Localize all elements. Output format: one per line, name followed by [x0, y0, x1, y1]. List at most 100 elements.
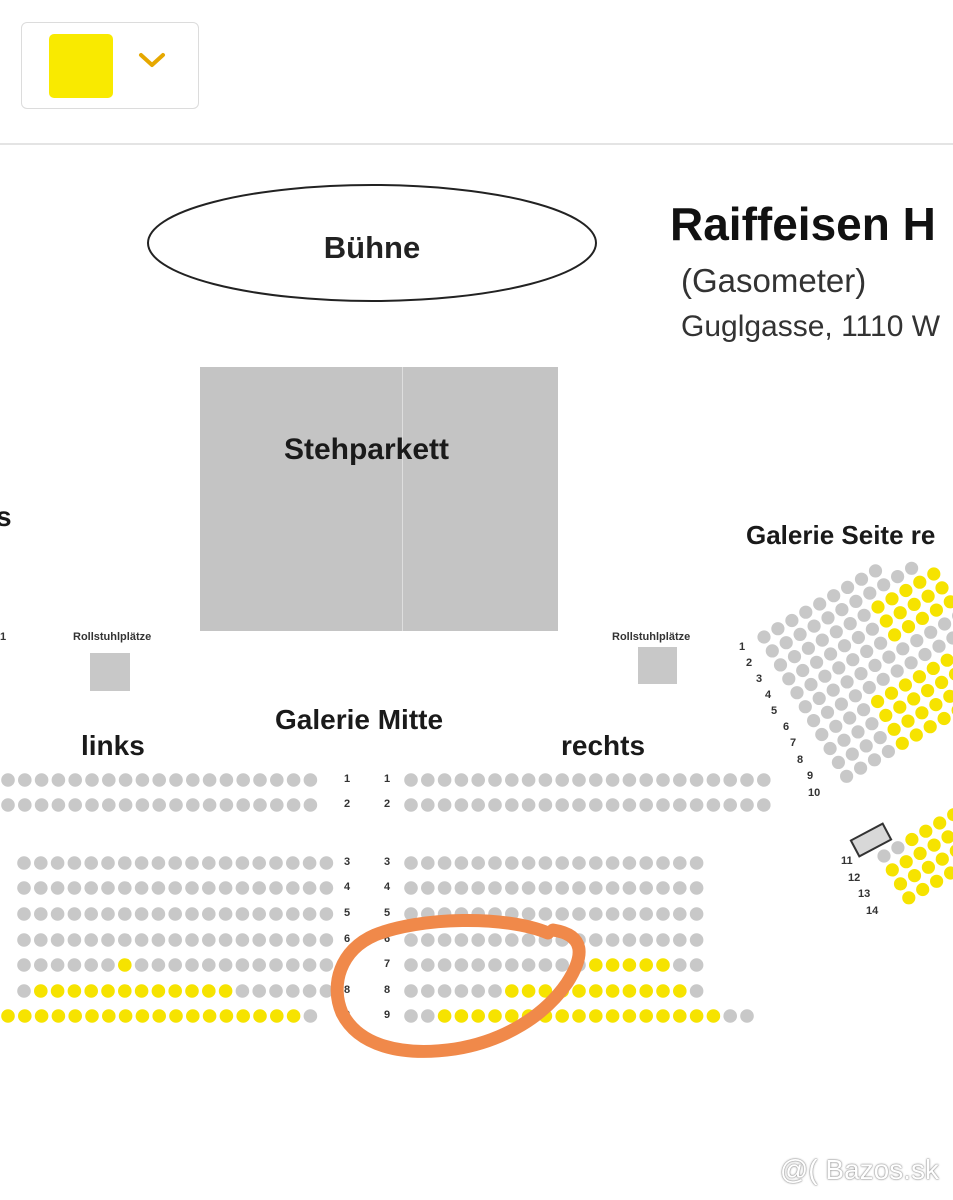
seat[interactable] — [804, 677, 818, 692]
seat[interactable] — [820, 705, 835, 719]
seat[interactable] — [67, 881, 82, 895]
seat[interactable] — [202, 958, 216, 972]
seat[interactable] — [50, 856, 65, 870]
seat[interactable] — [689, 773, 704, 787]
seat[interactable] — [488, 984, 502, 998]
seat[interactable] — [151, 984, 166, 998]
seat[interactable] — [949, 844, 953, 857]
seat[interactable] — [134, 856, 149, 870]
seat[interactable] — [589, 798, 603, 812]
seat[interactable] — [940, 653, 953, 667]
seat[interactable] — [302, 958, 317, 972]
seat[interactable] — [186, 1009, 200, 1023]
seat[interactable] — [68, 798, 82, 812]
seat[interactable] — [622, 1009, 637, 1023]
seat[interactable] — [885, 863, 899, 877]
seat[interactable] — [846, 653, 860, 667]
seat[interactable] — [538, 856, 553, 870]
seat[interactable] — [253, 1009, 267, 1023]
seat[interactable] — [673, 856, 687, 870]
seat[interactable] — [885, 592, 899, 606]
seat[interactable] — [102, 773, 116, 787]
seat[interactable] — [134, 984, 149, 998]
seat[interactable] — [572, 881, 586, 895]
seat[interactable] — [782, 672, 796, 686]
seat[interactable] — [252, 958, 266, 972]
seat[interactable] — [622, 984, 637, 998]
seat[interactable] — [929, 603, 944, 617]
seat[interactable] — [863, 586, 877, 600]
seat[interactable] — [915, 706, 929, 720]
seat[interactable] — [471, 881, 486, 895]
seat[interactable] — [421, 1009, 435, 1023]
seat[interactable] — [656, 1009, 670, 1023]
seat[interactable] — [898, 678, 913, 692]
seat[interactable] — [454, 984, 469, 998]
seat[interactable] — [286, 933, 300, 947]
seat[interactable] — [823, 741, 837, 756]
seat[interactable] — [589, 958, 603, 972]
seat[interactable] — [303, 1009, 318, 1023]
seat[interactable] — [865, 622, 880, 636]
seat[interactable] — [605, 856, 620, 870]
seat[interactable] — [286, 856, 300, 870]
seat[interactable] — [102, 1009, 116, 1023]
seat[interactable] — [605, 984, 620, 998]
seat[interactable] — [948, 667, 953, 681]
seat[interactable] — [18, 773, 32, 787]
seat[interactable] — [689, 881, 704, 895]
seat[interactable] — [437, 798, 452, 812]
seat[interactable] — [740, 1009, 754, 1023]
seat[interactable] — [437, 881, 452, 895]
seat[interactable] — [913, 575, 927, 589]
seat[interactable] — [219, 773, 234, 787]
seat[interactable] — [67, 958, 82, 972]
seat[interactable] — [302, 856, 317, 870]
seat[interactable] — [84, 907, 98, 921]
seat[interactable] — [454, 798, 469, 812]
seat[interactable] — [938, 617, 952, 631]
seat[interactable] — [218, 907, 233, 921]
seat[interactable] — [302, 881, 317, 895]
side-box[interactable] — [849, 822, 893, 858]
seat[interactable] — [946, 631, 953, 645]
seat[interactable] — [252, 881, 266, 895]
seat[interactable] — [812, 691, 826, 706]
seat[interactable] — [910, 634, 924, 648]
seat[interactable] — [168, 881, 182, 895]
seat[interactable] — [236, 1009, 250, 1023]
seat[interactable] — [932, 639, 946, 653]
seat[interactable] — [673, 773, 687, 787]
seat[interactable] — [837, 733, 851, 747]
seat[interactable] — [488, 933, 502, 947]
seat[interactable] — [471, 1009, 486, 1023]
seat[interactable] — [421, 798, 435, 812]
seat[interactable] — [17, 958, 31, 972]
seat[interactable] — [605, 933, 620, 947]
seat[interactable] — [218, 881, 233, 895]
seat[interactable] — [521, 958, 536, 972]
seat[interactable] — [152, 773, 166, 787]
seat[interactable] — [673, 984, 687, 998]
seat[interactable] — [757, 630, 771, 644]
wheelchair-right-box[interactable] — [638, 647, 677, 684]
seat[interactable] — [437, 773, 452, 787]
seat[interactable] — [84, 984, 98, 998]
seat[interactable] — [118, 773, 133, 787]
seat[interactable] — [202, 1009, 217, 1023]
seat[interactable] — [151, 881, 166, 895]
seat[interactable] — [927, 567, 941, 581]
seat[interactable] — [656, 958, 670, 972]
seat[interactable] — [879, 614, 893, 628]
seat[interactable] — [286, 1009, 301, 1023]
seat[interactable] — [134, 907, 149, 921]
seat[interactable] — [253, 798, 267, 812]
seat[interactable] — [84, 933, 98, 947]
seat[interactable] — [832, 661, 846, 675]
seat[interactable] — [18, 798, 32, 812]
seat[interactable] — [555, 907, 569, 921]
seat[interactable] — [915, 611, 930, 625]
seat[interactable] — [845, 747, 859, 761]
seat[interactable] — [639, 881, 653, 895]
seat[interactable] — [589, 856, 603, 870]
